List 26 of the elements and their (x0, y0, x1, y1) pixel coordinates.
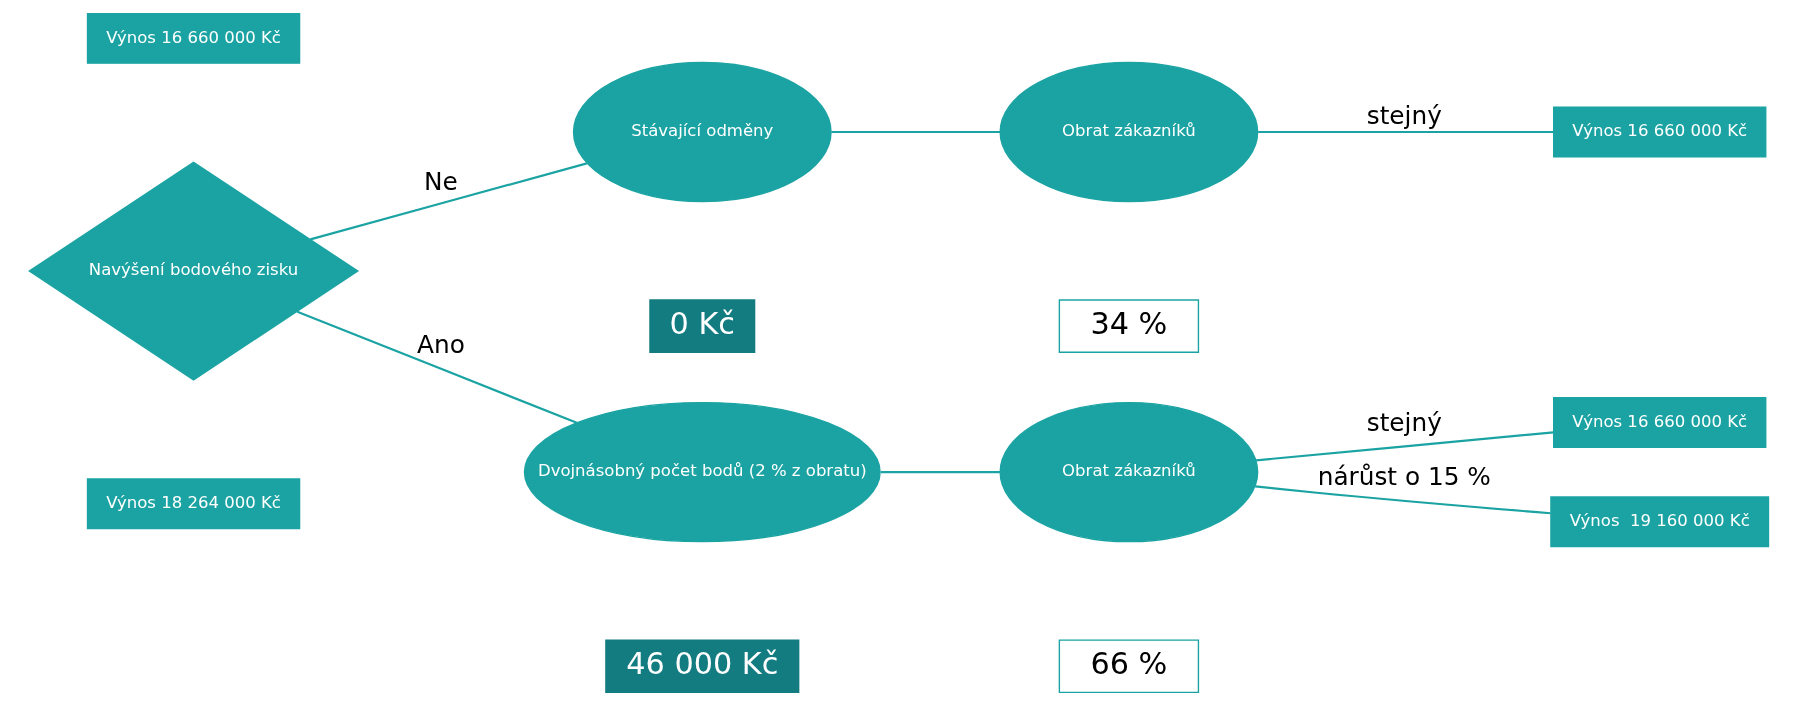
connector (1255, 431, 1554, 462)
label: 34 % (1089, 305, 1167, 341)
node-box: Výnos 19 160 000 Kč (1549, 496, 1769, 548)
node-label: 0 Kč (669, 305, 735, 341)
node-ellipse: Dvojnásobný počet bodů (2 % z obratu) (523, 401, 881, 543)
node-label: 46 000 Kč (625, 645, 778, 681)
edge-label: stejný (1366, 101, 1442, 131)
edge-label: Ano (416, 329, 465, 359)
connector (880, 471, 1000, 474)
edge-label: nárůst o 15 % (1317, 462, 1491, 492)
node-ellipse: Obrat zákazníků (998, 401, 1258, 543)
label: 66 % (1089, 645, 1167, 681)
node-box: Výnos 16 660 000 Kč (1552, 397, 1766, 448)
node-box: Výnos 16 660 000 Kč (86, 12, 300, 64)
node-diamond: Navýšení bodového zisku (27, 161, 359, 381)
connector (309, 162, 587, 241)
node-ellipse: Obrat zákazníků (998, 61, 1258, 203)
connector (296, 310, 577, 424)
node-ellipse: Stávající odměny (572, 61, 832, 203)
connector (830, 130, 1000, 134)
connector (1257, 130, 1553, 134)
node-box: Výnos 16 660 000 Kč (1552, 106, 1766, 158)
node-box: Výnos 18 264 000 Kč (86, 478, 300, 530)
edge-label: stejný (1366, 408, 1442, 438)
connector (1254, 485, 1551, 515)
edge-label: Ne (423, 167, 458, 197)
